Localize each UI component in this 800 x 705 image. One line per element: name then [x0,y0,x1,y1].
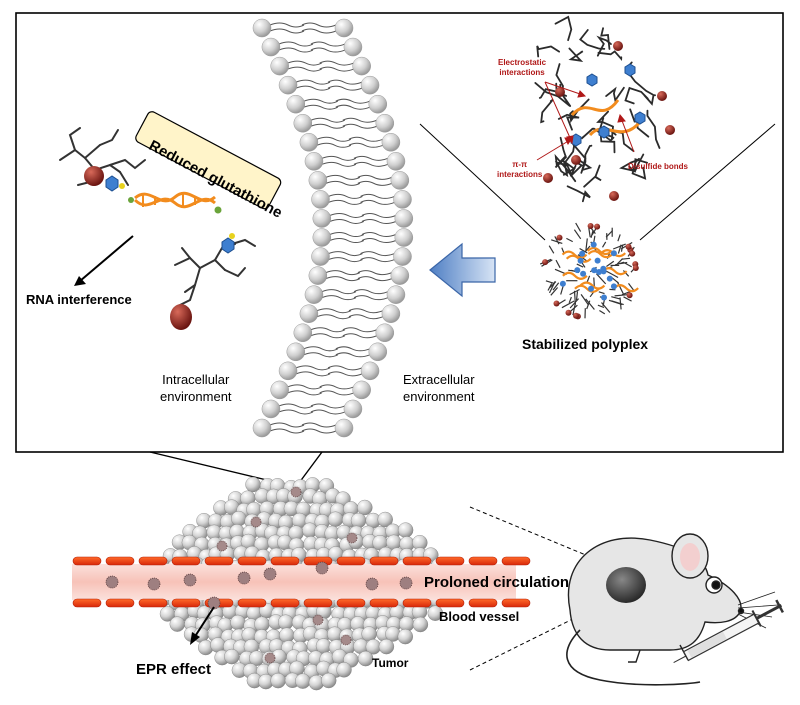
mouse-tumor [606,567,646,603]
epr-effect-label: EPR effect [136,661,212,678]
rna-interference-label: RNA interference [26,292,132,307]
prolonged-circulation-label: Proloned circulation [424,574,570,591]
blue-direction-arrow [429,242,496,298]
reduced-glutathione-box [135,111,282,210]
polyplex-zoom-detail [534,15,675,203]
rna-interference-arrow [79,235,134,282]
syringe-icon [673,599,784,664]
stabilized-polyplex-label: Stabilized polyplex [522,336,649,352]
mouse-icon [566,533,779,686]
intracellular-label: Intracellular environment [160,372,232,404]
dna-helix-icon [133,191,216,209]
electrostatic-label: Electrostatic interactions [498,58,547,77]
blood-vessel [72,556,531,608]
dashed-line-top [469,506,606,564]
polyplex-icon [539,222,639,320]
disulfide-red-sphere [84,166,104,186]
disulfide-red-bulb [170,304,192,330]
zoom-line-left [419,123,546,241]
aromatic-blue-hexagon-2 [221,237,235,254]
epr-arrow [193,606,215,639]
pi-pi-label: π-π interactions [497,160,543,179]
blood-vessel-label: Blood vessel [439,609,520,624]
zoom-line-right [639,123,776,241]
disulfide-label: Disulfide bonds [628,162,688,171]
tumor-label: Tumor [372,656,409,670]
extracellular-label: Extracellular environment [403,372,475,404]
lipid-bilayer-membrane [252,18,414,438]
aromatic-blue-hexagon [105,175,119,192]
